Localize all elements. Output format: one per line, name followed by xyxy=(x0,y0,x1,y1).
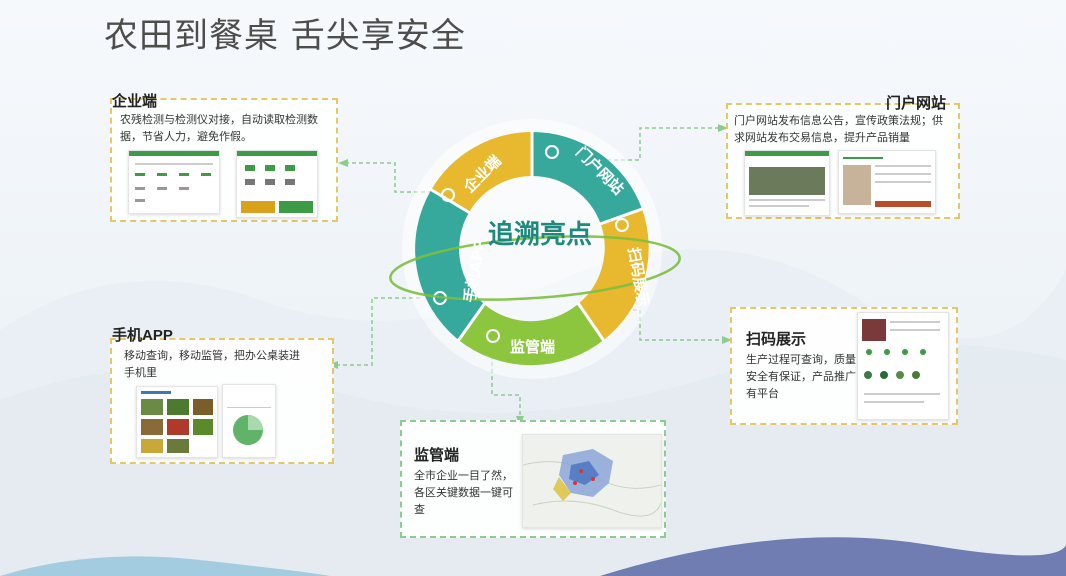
panel-portal-title: 门户网站 xyxy=(886,95,947,112)
panel-mobile-desc: 移动查询，移动监管，把办公桌装进手机里 xyxy=(124,350,300,379)
panel-enterprise-desc: 农残检测与检测仪对接，自动读取检测数据，节省人力，避免作假。 xyxy=(120,114,318,143)
mobile-screenshot-1 xyxy=(136,386,218,458)
panel-scan-title: 扫码展示 xyxy=(746,331,807,348)
portal-screenshot-1 xyxy=(744,150,830,216)
wheel-label-supervision: 监管端 xyxy=(510,338,555,356)
page-title: 农田到餐桌 舌尖享安全 xyxy=(104,16,466,56)
scan-screenshot xyxy=(857,312,949,420)
segment-supervision xyxy=(457,304,605,366)
supervision-map-screenshot xyxy=(522,434,662,528)
panel-mobile-title: 手机APP xyxy=(112,327,173,344)
mobile-screenshot-2 xyxy=(222,384,276,458)
segment-enterprise xyxy=(431,132,533,213)
enterprise-screenshot-1 xyxy=(128,150,220,214)
panel-supervision-desc: 全市企业一目了然，各区关键数据一键可查 xyxy=(414,470,513,516)
panel-enterprise-title: 企业端 xyxy=(112,93,158,110)
portal-screenshot-2 xyxy=(838,150,936,214)
center-title: 追溯亮点 xyxy=(487,220,592,250)
panel-portal-desc: 门户网站发布信息公告，宣传政策法规；供求网站发布交易信息，提升产品销量 xyxy=(734,115,943,144)
panel-supervision-title: 监管端 xyxy=(414,447,460,464)
segment-mobile xyxy=(415,190,487,340)
enterprise-screenshot-2 xyxy=(236,150,318,218)
panel-scan-desc: 生产过程可查询，质量安全有保证，产品推广有平台 xyxy=(746,354,856,400)
